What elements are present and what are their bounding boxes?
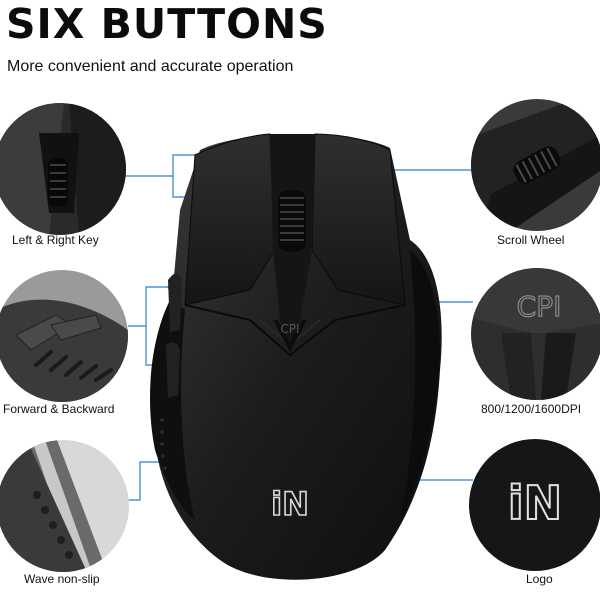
page-title: SIX BUTTONS: [6, 0, 328, 48]
wave-grip: [160, 418, 167, 470]
feature-forward-backward: [0, 270, 128, 402]
feature-logo: iN: [469, 439, 600, 571]
label-forward-backward: Forward & Backward: [3, 402, 115, 416]
label-wave-non-slip: Wave non-slip: [24, 572, 100, 586]
wireless-mouse: CPI iN: [150, 133, 442, 580]
label-cpi: 800/1200/1600DPI: [481, 402, 582, 416]
logo-icon: iN: [270, 484, 309, 524]
feature-left-right-key: [0, 103, 126, 235]
label-scroll-wheel: Scroll Wheel: [497, 233, 565, 247]
side-buttons: [166, 273, 182, 398]
cpi-button: CPI: [273, 320, 307, 352]
feature-scroll-wheel: [471, 99, 600, 231]
label-left-right-key: Left & Right Key: [12, 233, 99, 247]
feature-cpi: CPI: [471, 268, 600, 400]
cpi-closeup-text: CPI: [517, 290, 562, 323]
feature-wave-non-slip: [0, 440, 129, 572]
left-right-key-icon: [0, 103, 126, 235]
side-buttons-icon: [0, 270, 128, 402]
label-logo: Logo: [526, 572, 553, 586]
scroll-wheel-icon: [471, 99, 600, 231]
page-subtitle: More convenient and accurate operation: [7, 58, 294, 75]
scroll-wheel: [278, 190, 306, 252]
cpi-button-icon: CPI: [471, 268, 600, 400]
wave-grip-icon: [0, 440, 129, 572]
logo-closeup-text: iN: [508, 476, 562, 530]
cpi-text: CPI: [280, 322, 299, 336]
svg-text:iN: iN: [271, 485, 309, 523]
logo-closeup-icon: iN: [469, 439, 600, 571]
